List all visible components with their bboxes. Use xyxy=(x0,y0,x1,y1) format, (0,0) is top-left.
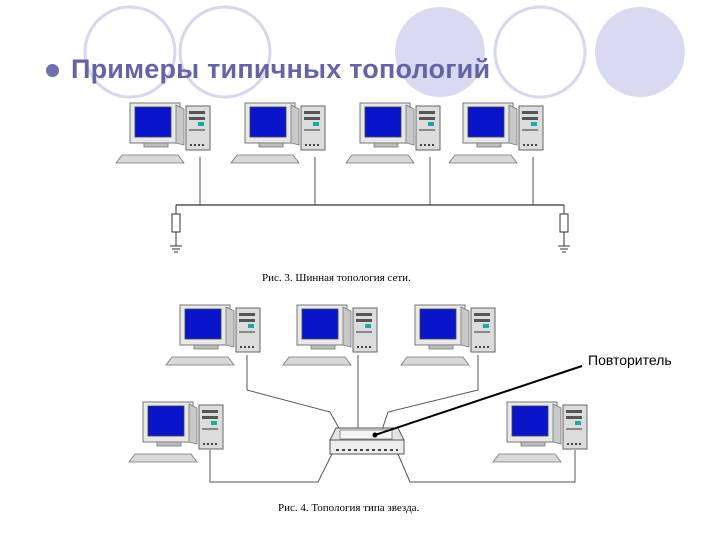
star-link-1 xyxy=(246,355,341,431)
circle-filled-1 xyxy=(395,7,485,97)
star-computer-2 xyxy=(282,304,378,366)
star-caption: Рис. 4. Топология типа звезда. xyxy=(278,502,420,514)
repeater-callout-dot xyxy=(372,432,378,438)
star-computer-1 xyxy=(165,304,261,366)
star-topology: Повторитель Рис. 4. Топология типа звезд… xyxy=(128,304,672,514)
star-link-4 xyxy=(209,450,333,483)
circle-outline-2 xyxy=(178,5,272,99)
bus-caption: Рис. 3. Шинная топология сети. xyxy=(262,272,411,284)
star-computer-5 xyxy=(492,401,588,463)
decorative-circles xyxy=(83,5,685,99)
terminator-left-icon xyxy=(170,205,182,253)
title-row: Примеры типичных топологий xyxy=(46,54,490,85)
bus-computer-2 xyxy=(230,102,326,164)
terminator-right-icon xyxy=(558,205,570,253)
repeater-hub-icon xyxy=(329,427,405,455)
repeater-label: Повторитель xyxy=(588,352,672,368)
bus-computer-1 xyxy=(115,102,211,164)
bus-topology: Рис. 3. Шинная топология сети. xyxy=(115,102,570,284)
circle-filled-2 xyxy=(595,7,685,97)
bus-computer-4 xyxy=(448,102,544,164)
star-computer-4 xyxy=(128,401,224,463)
star-link-5 xyxy=(397,450,576,483)
star-computer-3 xyxy=(400,304,496,366)
bus-computer-3 xyxy=(345,102,441,164)
circle-outline-1 xyxy=(83,5,177,99)
star-link-3 xyxy=(381,355,479,431)
repeater-callout-line xyxy=(374,365,583,436)
circle-outline-3 xyxy=(493,5,587,99)
bullet-icon xyxy=(46,64,59,77)
slide-title: Примеры типичных топологий xyxy=(71,54,491,84)
